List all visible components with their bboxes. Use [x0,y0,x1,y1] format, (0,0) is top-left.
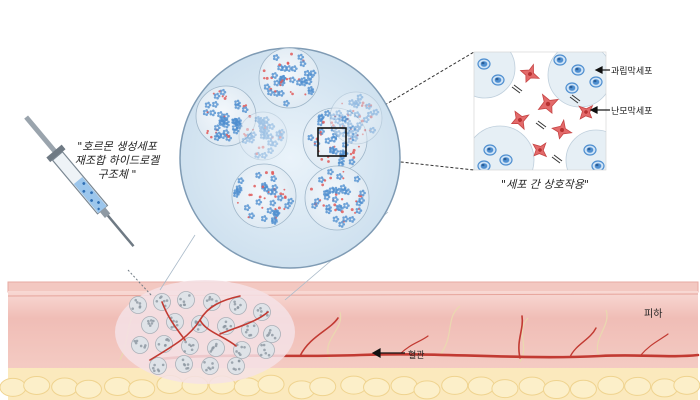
implanted-spheroid [241,321,259,339]
theca-cell [565,82,579,94]
cell-interaction-caption: "세포 간 상호작용" [501,178,589,191]
theca-cell-label: 과립막세포 [611,67,653,77]
implanted-spheroid [149,357,167,375]
theca-cell [499,154,513,166]
theca-cell [477,58,491,70]
implanted-spheroid [129,296,147,314]
implanted-spheroid [203,293,221,311]
granulosa-cell [578,104,594,120]
implanted-hydrogel [115,280,295,384]
granulosa-cell [537,93,560,114]
granulosa-cell [551,118,573,140]
fat-layer [0,368,700,400]
implanted-spheroid [181,337,199,355]
hydrogel-construct-caption: "호르몬 생성세포 재조합 하이드로겔 구조체 " [52,140,182,182]
theca-cell [571,64,585,76]
implanted-spheroid [131,336,149,354]
epidermis-layer [7,281,699,293]
syringe [24,115,153,297]
caption-line-3: 구조체 " [97,168,137,181]
theca-cell [491,74,505,86]
implanted-spheroid [191,315,209,333]
implanted-spheroid [201,357,219,375]
cell-label-arrows [589,66,610,114]
implanted-spheroid [141,316,159,334]
hydrogel-zoom-view [179,47,401,269]
cell-interaction-inset [473,51,607,171]
theca-cell [591,160,605,170]
theca-cell [583,144,597,156]
implanted-spheroid [233,341,251,359]
implanted-spheroid [229,297,247,315]
implanted-spheroid [207,339,225,357]
implanted-spheroid [263,325,281,343]
caption-line-1: "호르몬 생성세포 [77,140,157,153]
theca-cell [477,160,491,170]
granulosa-cell [519,63,541,83]
blood-vessel-label: 혈관 [408,351,425,361]
cell-spheroid [258,48,320,109]
implanted-spheroid [253,303,271,321]
theca-cell [589,76,603,88]
cell-spheroid [231,163,297,229]
cell-spheroid [238,111,288,161]
implanted-spheroid [166,313,184,331]
cell-spheroid [304,165,370,231]
subcutaneous-label: 피하 [644,309,663,320]
vessel-label-arrow [371,347,405,359]
implanted-spheroid [175,355,193,373]
caption-line-2: 재조합 하이드로겔 [74,154,160,167]
zoom-selection-box [317,127,347,157]
cell-spheroid [329,91,383,145]
skin-cross-section [0,280,700,400]
cell-spheroid [195,85,257,147]
implanted-spheroid [257,341,275,359]
granulosa-cell-label: 난모막세포 [611,107,653,117]
implanted-spheroid [227,357,245,375]
theca-cell [483,144,497,156]
implanted-spheroid [155,335,173,353]
granulosa-cell [510,110,530,131]
implanted-spheroid [177,291,195,309]
theca-cell [553,54,567,66]
skin-surface-line [7,293,699,297]
granulosa-cell [532,142,548,158]
